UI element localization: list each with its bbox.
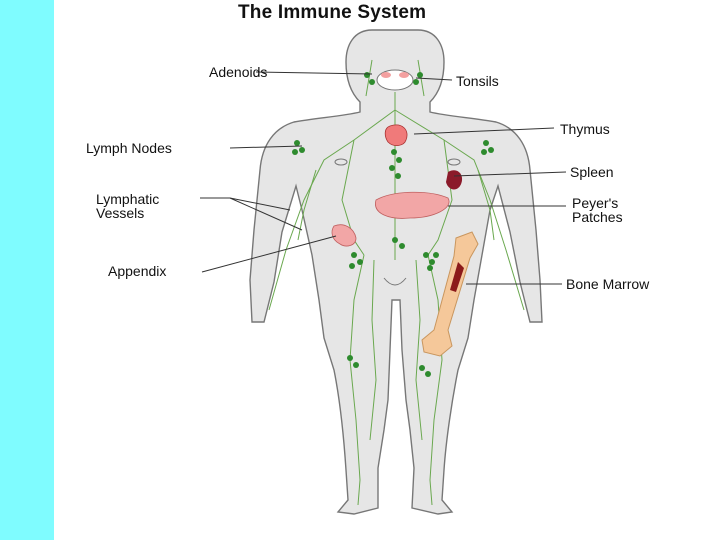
thymus-organ	[384, 124, 408, 146]
label-peyers-patches: Peyer's Patches	[572, 195, 623, 225]
leader-lines	[200, 71, 567, 285]
body-silhouette	[249, 29, 543, 515]
label-thymus: Thymus	[560, 121, 610, 137]
adenoid-tissue	[381, 72, 391, 78]
spleen-organ	[446, 170, 463, 190]
tonsil-tissue	[399, 72, 409, 78]
label-adenoids: Adenoids	[209, 64, 268, 80]
label-lymph-nodes: Lymph Nodes	[86, 140, 172, 156]
label-lymphatic-vessels: Lymphatic Vessels	[96, 191, 160, 221]
label-appendix: Appendix	[108, 263, 167, 279]
groin-line	[383, 277, 407, 286]
diagram-title: The Immune System	[238, 2, 427, 23]
side-accent-bar	[0, 0, 54, 540]
label-spleen: Spleen	[570, 164, 614, 180]
immune-system-diagram: The Immune System Adenoids Tonsils Thymu…	[54, 0, 720, 540]
appendix-organ	[331, 224, 357, 247]
femur-bone	[421, 231, 479, 357]
body-illustration	[200, 29, 567, 515]
peyers-patches-organ	[375, 191, 450, 219]
label-tonsils: Tonsils	[456, 73, 499, 89]
lymph-node-clusters	[292, 72, 494, 377]
left-nipple	[334, 158, 348, 166]
right-nipple	[447, 158, 461, 166]
bone-marrow-tissue	[450, 262, 464, 292]
label-bone-marrow: Bone Marrow	[566, 276, 650, 292]
